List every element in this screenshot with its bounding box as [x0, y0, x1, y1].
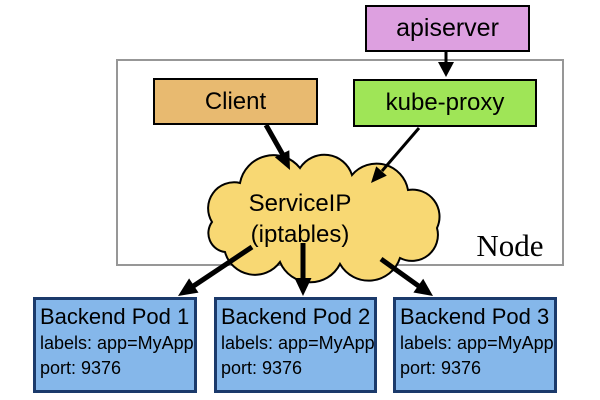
- arrow-apiserver-to-kubeproxy: [438, 52, 454, 77]
- kube-proxy-box: kube-proxy: [353, 79, 537, 127]
- serviceip-cloud-shape: [207, 153, 441, 284]
- pod-labels: labels: app=MyApp: [221, 333, 375, 353]
- pod-title: Backend Pod 2: [221, 304, 371, 329]
- apiserver-box: apiserver: [365, 5, 530, 52]
- arrow-serviceip-to-pod2: [294, 243, 312, 296]
- pod-title: Backend Pod 3: [400, 304, 550, 329]
- kube-proxy-label: kube-proxy: [385, 89, 505, 116]
- pod-title: Backend Pod 1: [40, 304, 190, 329]
- node-label: Node: [476, 228, 544, 263]
- arrow-serviceip-to-pod1: [178, 244, 254, 296]
- pod-port: port: 9376: [221, 358, 303, 378]
- arrow-kubeproxy-to-serviceip: [371, 127, 421, 183]
- serviceip-mode: (iptables): [250, 221, 350, 248]
- pod-port: port: 9376: [40, 358, 122, 378]
- arrow-serviceip-to-pod3: [379, 256, 433, 296]
- pod-labels: labels: app=MyApp: [40, 333, 194, 353]
- backend-pod-1-box: Backend Pod 1 labels: app=MyApp port: 93…: [33, 297, 197, 393]
- client-label: Client: [204, 87, 267, 115]
- pod-labels: labels: app=MyApp: [400, 333, 554, 353]
- client-box: Client: [153, 78, 318, 125]
- pod-port: port: 9376: [400, 358, 482, 378]
- backend-pod-3-box: Backend Pod 3 labels: app=MyApp port: 93…: [393, 297, 557, 393]
- serviceip-cloud-text: ServiceIP (iptables): [205, 188, 395, 250]
- backend-pod-2-box: Backend Pod 2 labels: app=MyApp port: 93…: [214, 297, 377, 393]
- arrow-client-to-serviceip: [263, 123, 290, 170]
- apiserver-label: apiserver: [396, 14, 499, 42]
- serviceip-name: ServiceIP: [248, 190, 352, 217]
